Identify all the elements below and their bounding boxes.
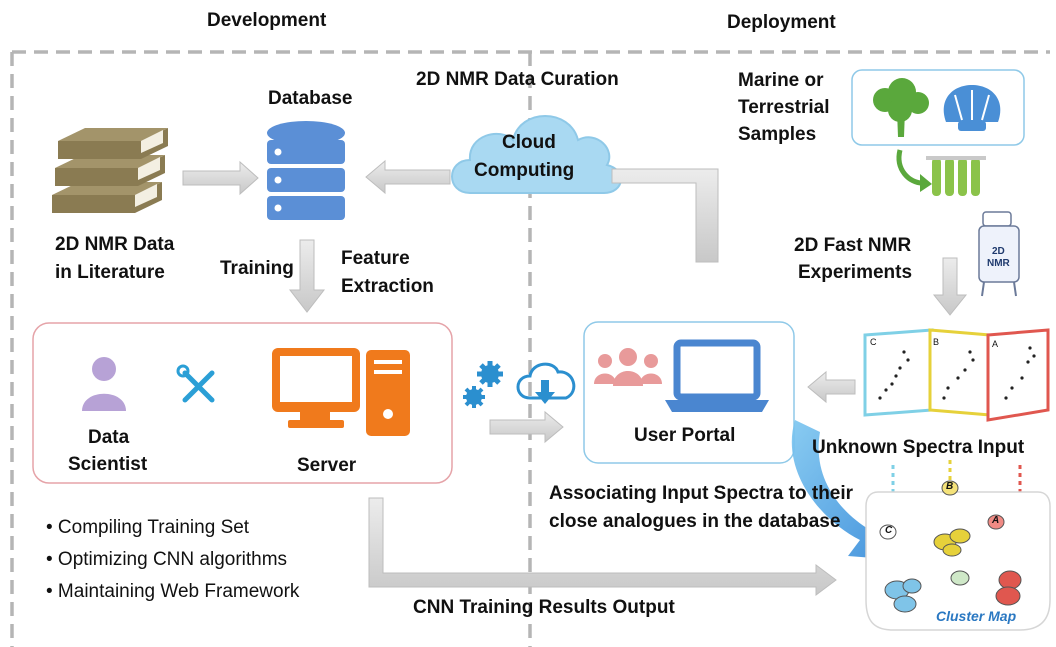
deployment-header: Deployment [727, 12, 836, 33]
database-label: Database [268, 88, 353, 109]
arrow-spectra-to-portal [807, 370, 856, 404]
development-header: Development [207, 10, 327, 31]
spectrum-tag-a: A [992, 339, 999, 349]
bullet-item: • Maintaining Web Framework [46, 581, 300, 602]
cloud-shape [451, 115, 622, 194]
feature-label-2: Extraction [341, 276, 434, 297]
arrow-cloud-to-database [365, 159, 451, 195]
tree-icon [873, 78, 929, 137]
literature-label-2: in Literature [55, 262, 165, 283]
cloud-label-2: Computing [474, 160, 575, 181]
cluster-map-label: Cluster Map [936, 608, 1017, 624]
shell-icon [943, 85, 1001, 131]
data-scientist-label-1: Data [88, 427, 130, 448]
arrow-portal-to-cloud [611, 168, 719, 263]
spectrum-tag-b: B [933, 337, 940, 347]
cloud-download-icon [516, 362, 576, 404]
big-curved-arrow [791, 420, 900, 560]
data-scientist-label-2: Scientist [68, 454, 148, 475]
cluster-tag-b: B [946, 481, 954, 492]
arrow-experiments-to-spectra [932, 257, 968, 316]
cloud-label-1: Cloud [502, 132, 556, 153]
arrow-server-to-portal [489, 410, 564, 444]
task-bullet-list: • Compiling Training Set • Optimizing CN… [46, 512, 299, 608]
test-tubes-icon [926, 156, 986, 196]
arrow-database-to-server [288, 239, 326, 313]
cluster-tag-a: A [992, 515, 1000, 526]
experiments-label-2: Experiments [798, 262, 913, 283]
samples-label-2: Terrestrial [738, 97, 830, 118]
literature-label-1: 2D NMR Data [55, 234, 175, 255]
feature-label-1: Feature [341, 248, 410, 269]
cnn-output-label: CNN Training Results Output [413, 597, 675, 618]
curved-arrow-icon [896, 149, 923, 186]
user-portal-label: User Portal [634, 425, 736, 446]
server-label: Server [297, 455, 357, 476]
users-icon [594, 348, 662, 386]
person-icon [82, 357, 126, 411]
samples-label-3: Samples [738, 124, 817, 145]
nmr-instrument-label-2: NMR [987, 258, 1010, 269]
spectrum-panel-a [986, 328, 1050, 422]
training-label: Training [220, 258, 294, 279]
samples-label-1: Marine or [738, 70, 824, 91]
bullet-item: • Optimizing CNN algorithms [46, 549, 288, 570]
cluster-blobs [879, 480, 1022, 613]
server-computer-icon [272, 348, 410, 436]
tools-icon [182, 370, 215, 403]
unknown-spectra-label: Unknown Spectra Input [812, 437, 1025, 458]
arrow-books-to-database [182, 160, 259, 196]
associating-label-1: Associating Input Spectra to their [549, 483, 854, 504]
associating-label-2: close analogues in the database [549, 511, 841, 532]
arrow-server-to-cluster [368, 497, 837, 596]
laptop-icon [665, 339, 769, 412]
database-icon [267, 121, 345, 220]
gears-icon [463, 361, 503, 408]
nmr-instrument-label-1: 2D [992, 246, 1005, 257]
nmr-instrument-icon [978, 211, 1020, 297]
books-icon [52, 128, 168, 213]
experiments-label-1: 2D Fast NMR [794, 235, 912, 256]
bullet-item: • Compiling Training Set [46, 517, 250, 538]
data-curation-label: 2D NMR Data Curation [416, 69, 619, 90]
spectrum-tag-c: C [870, 337, 877, 347]
cluster-tag-c: C [885, 525, 893, 536]
